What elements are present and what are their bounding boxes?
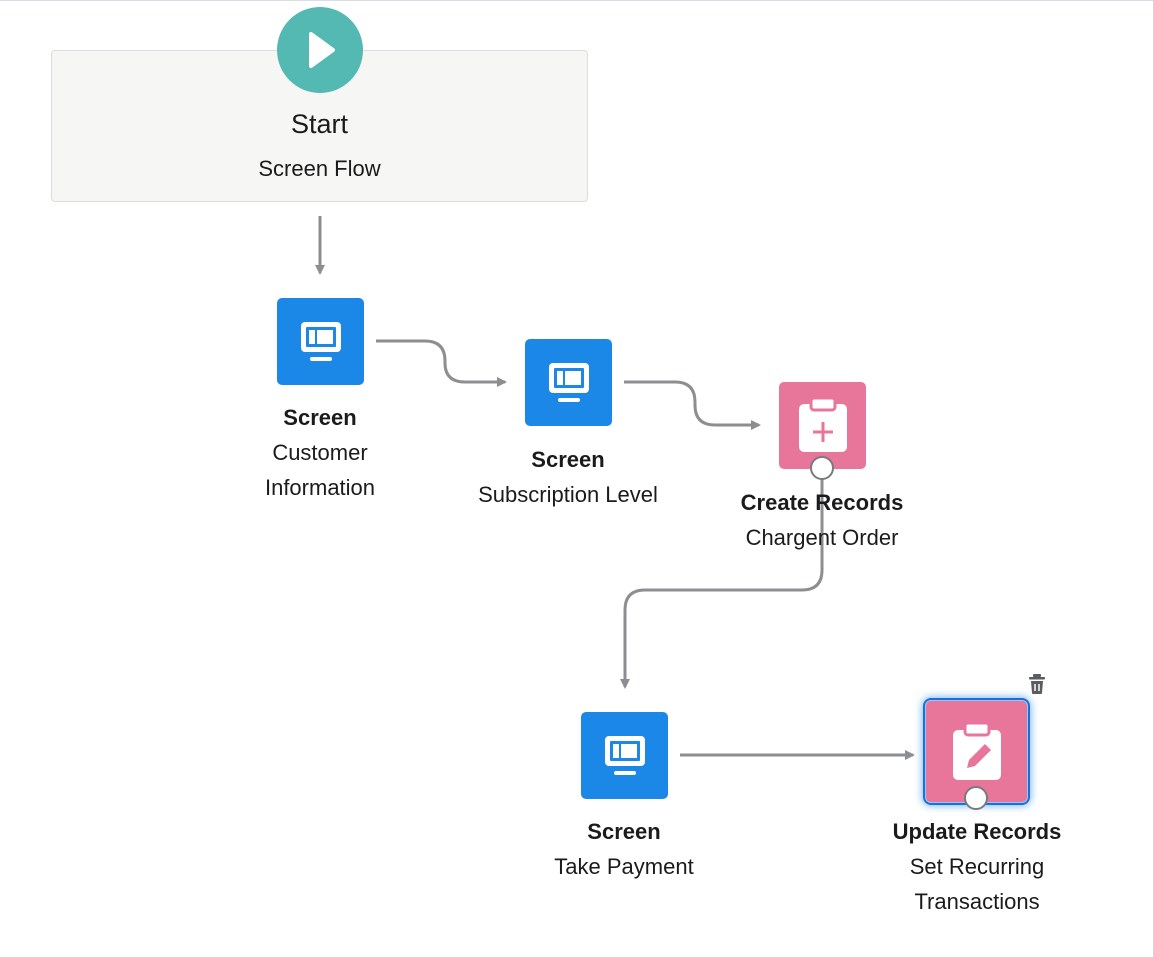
node-name-line: Customer [272, 440, 368, 465]
screen-icon [604, 735, 645, 775]
trash-icon[interactable] [1027, 673, 1047, 695]
node-label-chargent-order: Create Records Chargent Order [702, 485, 942, 555]
node-name-line: Set Recurring [909, 854, 1045, 879]
node-type: Update Records [892, 819, 1062, 844]
node-name-line: Information [264, 475, 376, 500]
node-label-customer-information: Screen Customer Information [200, 400, 440, 505]
node-type: Screen [283, 405, 357, 430]
screen-icon [548, 362, 589, 402]
clipboard-plus-icon [798, 396, 847, 452]
start-subtitle: Screen Flow [258, 156, 381, 181]
screen-node-subscription-level[interactable] [525, 339, 612, 426]
node-name-line: Transactions [914, 889, 1040, 914]
start-button[interactable] [277, 7, 363, 93]
update-records-node-set-recurring-transactions[interactable] [923, 698, 1030, 805]
node-type: Screen [531, 447, 605, 472]
start-title: Start [290, 109, 349, 139]
node-name-line: Take Payment [554, 854, 694, 879]
screen-node-take-payment[interactable] [581, 712, 668, 799]
connector-subscription-level-to-chargent-order[interactable] [624, 380, 761, 430]
connector-port[interactable] [810, 456, 834, 480]
node-label-set-recurring-transactions: Update Records Set Recurring Transaction… [857, 814, 1097, 919]
create-records-node-chargent-order[interactable] [779, 382, 866, 469]
node-name-line: Chargent Order [745, 525, 899, 550]
node-label-subscription-level: Screen Subscription Level [448, 442, 688, 512]
connector-port[interactable] [964, 786, 988, 810]
screen-icon [300, 321, 341, 361]
node-type: Create Records [740, 490, 904, 515]
node-label-take-payment: Screen Take Payment [504, 814, 744, 884]
connector-customer-information-to-subscription-level[interactable] [376, 339, 507, 387]
clipboard-edit-icon [952, 721, 1001, 780]
node-name-line: Subscription Level [478, 482, 658, 507]
play-icon [309, 32, 335, 68]
screen-node-customer-information[interactable] [277, 298, 364, 385]
node-type: Screen [587, 819, 661, 844]
